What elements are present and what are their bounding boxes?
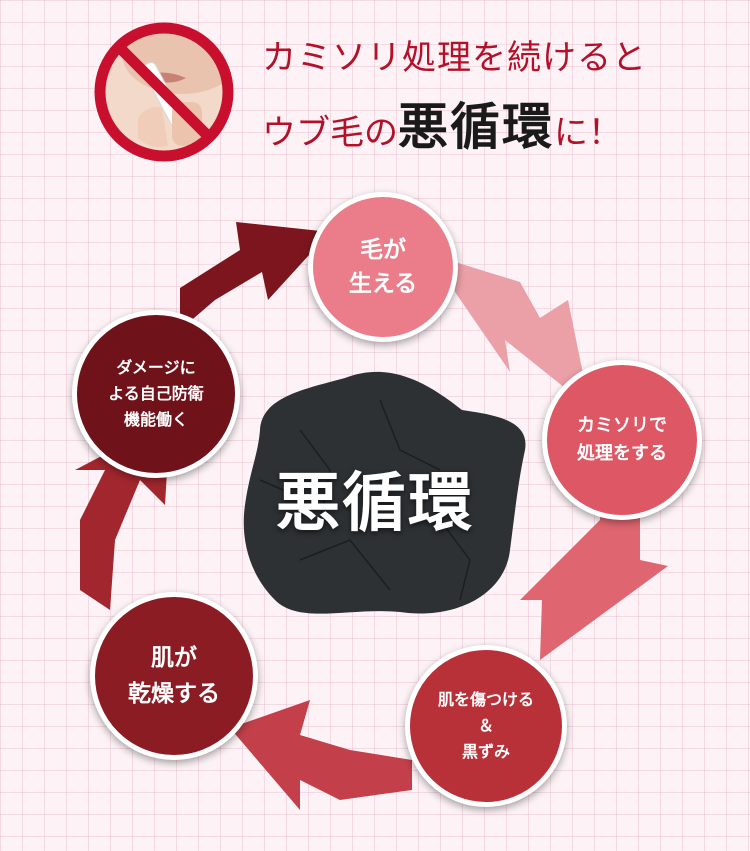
- arrow-step3-to-step4: [230, 700, 412, 810]
- step-label: 毛が 生える: [348, 237, 418, 297]
- arrow-step1-to-step2: [455, 262, 590, 408]
- headline-keyword: 悪循環: [398, 97, 554, 156]
- headline-suffix: に！: [554, 113, 622, 153]
- step-label: 肌が 乾燥する: [128, 645, 220, 707]
- headline: カミソリ処理を続けると ウブ毛の悪循環に！: [262, 30, 647, 159]
- cycle-step-skin-dries: 肌が 乾燥する: [90, 592, 258, 760]
- cycle-step-self-defense: ダメージに よる自己防衛 機能働く: [72, 310, 240, 478]
- headline-line1: カミソリ処理を続けると: [262, 38, 647, 78]
- step-label: カミソリで 処理をする: [577, 415, 667, 464]
- headline-prefix: ウブ毛の: [262, 113, 398, 153]
- headline-line2: ウブ毛の悪循環に！: [262, 87, 647, 159]
- center-label: 悪循環: [276, 466, 474, 541]
- cycle-step-skin-damage: 肌を傷つける ＆ 黒ずみ: [405, 645, 567, 807]
- step-label: 肌を傷つける ＆ 黒ずみ: [437, 690, 534, 761]
- cycle-step-shaving: カミソリで 処理をする: [542, 360, 702, 520]
- step-label: ダメージに よる自己防衛 機能働く: [108, 358, 204, 429]
- header: カミソリ処理を続けると ウブ毛の悪循環に！: [0, 0, 750, 190]
- cycle-step-hair-grows: 毛が 生える: [308, 192, 458, 342]
- no-shaving-icon: [94, 22, 234, 162]
- arrow-step5-to-step1: [180, 222, 330, 330]
- center-blob: [243, 371, 526, 614]
